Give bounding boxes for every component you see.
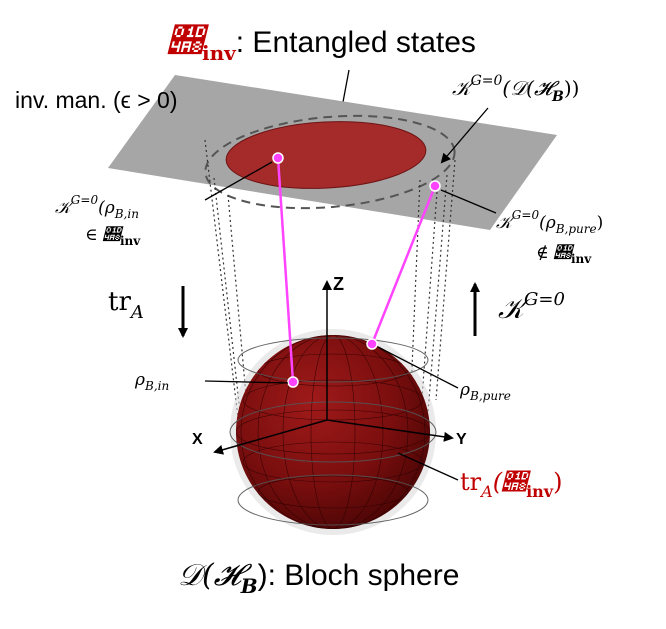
title-text: : Entangled states [236,26,476,59]
image-pointer [397,452,459,481]
rho-in-label: ρB,in [134,370,169,393]
projection-label: 𝒦G=0(𝒟(𝓗B)) [452,73,579,105]
map-label: 𝒦G=0 [498,289,565,325]
point-in-label: 𝒦G=0(ρB,in [55,193,139,221]
y-axis-label: Y [456,431,467,448]
point-pure-pointer [440,189,497,214]
rho-pure-label: ρB,pure [459,380,511,403]
point-pure-manifold [429,180,441,192]
point-rho-pure [366,338,378,350]
point-in-membership: ∈ 𝒨inv [85,225,141,248]
title: 𝒨inv: Entangled states [167,21,476,65]
bloch-sphere [229,329,437,535]
rho-pure-pointer [377,346,459,389]
trace-label: trA [108,287,144,323]
projection-pointer-arrow [440,107,489,164]
point-rho-in [287,376,299,388]
point-in-manifold [272,152,284,164]
entangled-states-ellipse [225,121,427,189]
point-in-pointer [204,161,273,201]
bottom-caption: 𝒟(𝓗B): Bloch sphere [178,558,459,598]
image-label: trA(𝒨inv) [460,468,562,501]
x-axis-label: X [192,431,203,448]
plane-label: inv. man. (ϵ > 0) [15,87,177,113]
rho-in-pointer [204,380,289,384]
x-axis [213,419,328,455]
projection-boundary [204,114,456,210]
y-axis [326,419,454,442]
title-subscript: inv [202,41,237,65]
z-axis-label: Z [333,274,344,294]
point-pure-label: 𝒦G=0(ρB,pure) [496,208,603,236]
state-points [272,152,441,388]
bloch-axes [213,280,454,455]
point-pure-membership: ∉ 𝒨inv [536,243,592,266]
state-connections [276,157,437,383]
